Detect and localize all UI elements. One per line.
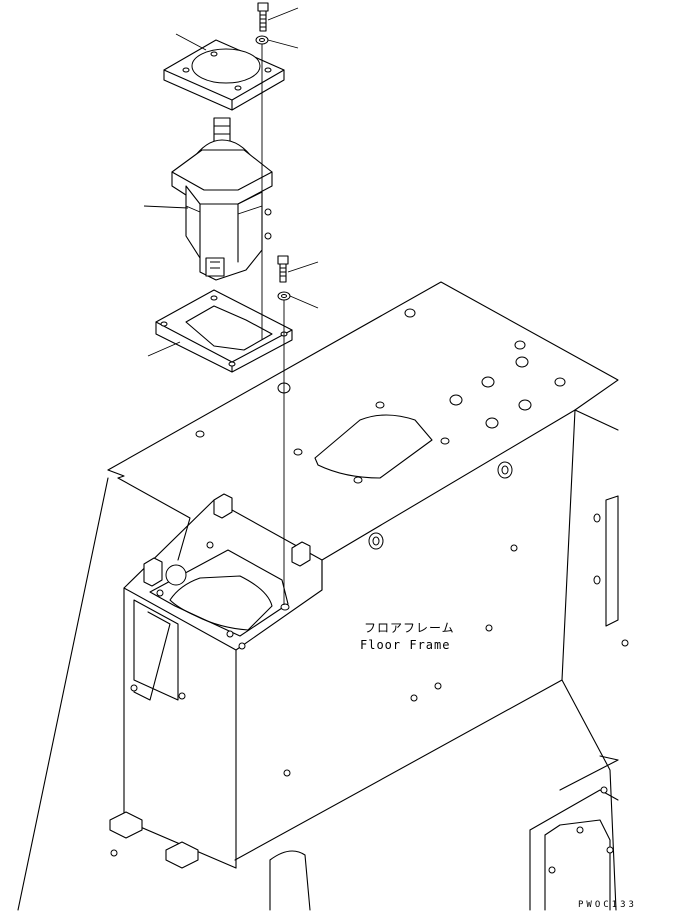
floor-frame-label-jp: フロアフレーム: [364, 621, 455, 635]
floor-frame: [17, 281, 629, 911]
top-mounting-plate: [163, 39, 285, 111]
floor-frame-label-en: Floor Frame: [360, 638, 450, 652]
mid-washer: [277, 291, 291, 301]
drawing-code: PWOC133: [578, 900, 637, 910]
leader-lines: [143, 7, 319, 357]
lower-mounting-plate: [155, 289, 293, 373]
top-bolt: [257, 2, 269, 32]
joystick-valve: [171, 117, 273, 281]
assembly-lines: [261, 44, 285, 605]
mid-bolt: [277, 255, 289, 283]
top-washer: [255, 35, 269, 45]
